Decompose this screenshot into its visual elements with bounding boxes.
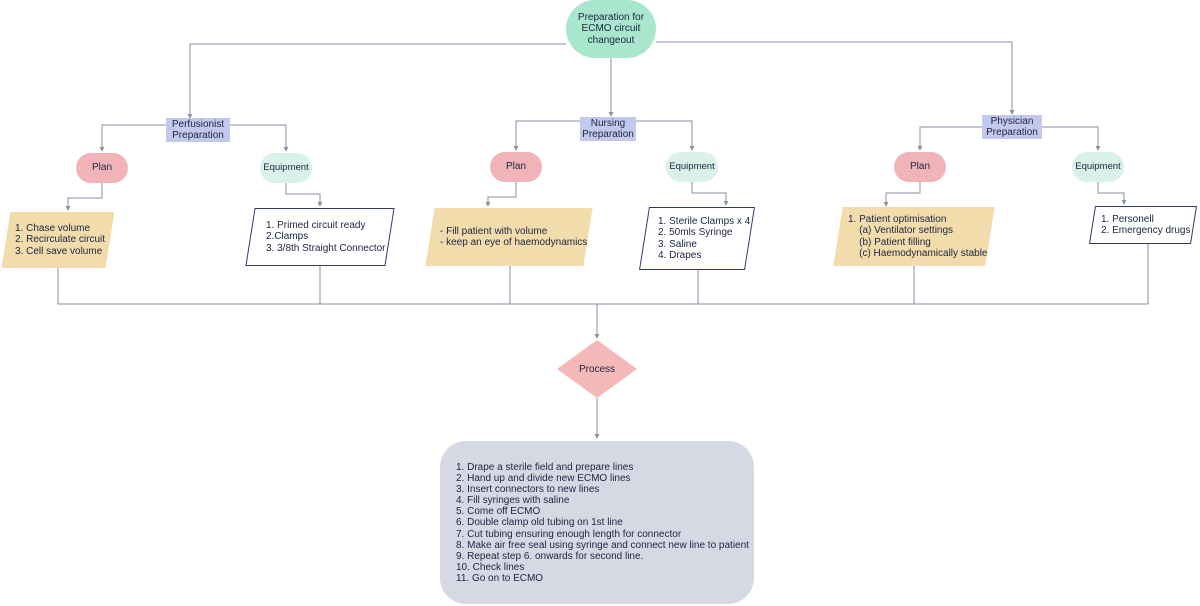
process-step: 1. Drape a sterile field and prepare lin… [456,462,634,473]
root-label: Preparation for ECMO circuit changeout [577,11,645,46]
perfusionist-equipment-item: 2.Clamps [266,231,309,243]
connector-perfusionist-equipment [230,124,289,152]
connector-physician-plan-box [883,181,921,207]
nursing-plan-box: - Fill patient with volume - keep an eye… [425,208,593,266]
perfusionist-equipment-item: 3. 3/8th Straight Connector [266,242,386,254]
process-step: 5. Come off ECMO [456,506,541,518]
connector-merge-bar [57,244,1149,305]
connector-nursing-equipment [636,120,695,151]
process-step: 7. Cut tubing ensuring enough length for… [456,528,682,540]
physician-equipment-box: 1. Personell 2. Emergency drugs [1088,206,1198,244]
connector-perfusionist-plan [99,124,166,152]
physician-prep-node: Physician Preparation [982,115,1042,139]
process-step: 6. Double clamp old tubing on 1st line [456,517,623,529]
physician-equipment-item: 2. Emergency drugs [1101,225,1191,236]
process-node: Process [557,340,637,398]
perfusionist-plan-item: 1. Chase volume [15,223,91,235]
process-step: 8. Make air free seal using syringe and … [456,539,749,551]
perfusionist-plan-item: 2. Recirculate circuit [15,234,106,246]
nursing-prep-label: Nursing Preparation [582,118,634,140]
nursing-plan-item: - Fill patient with volume [440,225,548,237]
process-step: 10. Check lines [456,561,525,573]
process-step: 3. Insert connectors to new lines [456,484,600,496]
nursing-prep-node: Nursing Preparation [580,117,636,141]
nursing-equipment-node: Equipment [666,152,718,182]
process-label: Process [578,363,616,375]
physician-plan-node: Plan [894,152,946,182]
nursing-equipment-item: 1. Sterile Clamps x 4 [658,215,751,227]
perfusionist-plan-label: Plan [91,162,112,174]
perfusionist-plan-node: Plan [76,153,128,183]
physician-plan-item: 1. Patient optimisation [848,213,947,225]
perfusionist-equipment-node: Equipment [260,153,312,183]
physician-prep-label: Physician Preparation [986,116,1038,138]
process-steps-box: 1. Drape a sterile field and prepare lin… [440,441,754,604]
physician-plan-item: (a) Ventilator settings [848,225,954,237]
physician-plan-item: (b) Patient filling [848,236,931,248]
physician-equipment-node: Equipment [1072,152,1124,182]
nursing-equipment-item: 4. Drapes [658,249,702,261]
process-diamond [557,340,637,398]
connector-nursing-plan [513,120,580,151]
nursing-equipment-item: 3. Saline [658,238,697,250]
nursing-plan-label: Plan [505,161,526,173]
connector-perfusionist-plan-box [65,182,103,211]
physician-plan-box: 1. Patient optimisation (a) Ventilator s… [833,207,995,266]
process-step: 11. Go on to ECMO [456,572,544,584]
perfusionist-plan-box: 1. Chase volume 2. Recirculate circuit 3… [1,212,115,268]
connector-root-physician [656,41,1015,115]
nursing-equipment-label: Equipment [669,161,715,173]
connector-nursing-equipment-box [691,181,729,206]
physician-plan-label: Plan [909,161,930,173]
connector-physician-plan [917,126,982,151]
perfusionist-prep-label: Perfusionist Preparation [171,119,225,141]
physician-equipment-item: 1. Personell [1101,213,1154,225]
perfusionist-prep-node: Perfusionist Preparation [166,118,230,142]
perfusionist-plan-item: 3. Cell save volume [15,245,103,257]
connector-nursing-plan-box [485,181,517,207]
nursing-plan-node: Plan [490,152,542,182]
connector-physician-equipment-box [1097,181,1127,205]
process-step: 9. Repeat step 6. onwards for second lin… [456,550,644,562]
root-node: Preparation for ECMO circuit changeout [566,0,656,58]
connector-root-perfusionist [187,43,566,119]
perfusionist-equipment-item: 1. Primed circuit ready [266,220,366,232]
connector-physician-equipment [1042,126,1101,151]
physician-plan-item: (c) Haemodynamically stable [848,247,988,259]
connector-perfusionist-equipment-box [285,182,323,207]
nursing-equipment-item: 2. 50mls Syringe [658,227,733,239]
process-step: 2. Hand up and divide new ECMO lines [456,473,631,485]
perfusionist-equipment-label: Equipment [263,162,309,174]
nursing-plan-item: - keep an eye of haemodynamics [440,237,588,248]
nursing-equipment-box: 1. Sterile Clamps x 4 2. 50mls Syringe 3… [639,207,755,270]
perfusionist-equipment-box: 1. Primed circuit ready 2.Clamps 3. 3/8t… [245,208,395,266]
process-step: 4. Fill syringes with saline [456,495,570,507]
physician-equipment-label: Equipment [1075,161,1121,173]
